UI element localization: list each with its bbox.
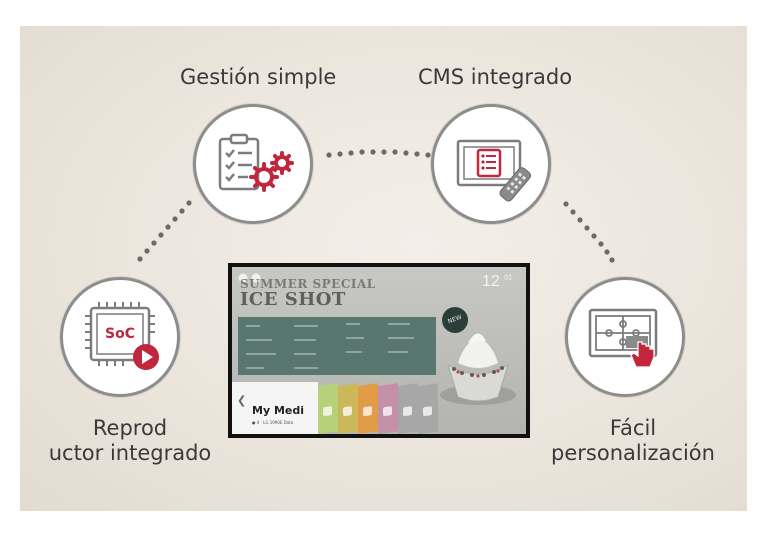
feature-circle-easy-customization (565, 277, 685, 397)
launcher-tile-6[interactable] (418, 383, 438, 434)
promo-line-2: ICE SHOT (240, 289, 346, 310)
feature-label-line-2: personalización (551, 441, 715, 465)
icecream-image (440, 333, 516, 405)
clock-hour: 12 (481, 273, 500, 290)
signage-display: SUMMER SPECIAL ICE SHOT 12 01 NEW (228, 263, 530, 438)
clock-minutes: 01 (504, 274, 512, 282)
feature-circle-integrated-player: SoC (60, 277, 180, 397)
feature-label-line-2: uctor integrado (48, 441, 212, 465)
feature-label-line-1: Fácil (609, 416, 657, 440)
display-screen: SUMMER SPECIAL ICE SHOT 12 01 NEW (232, 267, 526, 434)
chevron-left-icon[interactable]: ❮ (237, 394, 247, 407)
feature-label-integrated-cms: CMS integrado (418, 65, 573, 89)
clipboard-gears-icon (218, 133, 294, 192)
screen-top-icons (238, 273, 261, 283)
remote-screen-icon (456, 139, 532, 202)
feature-label-integrated-player: Reprod uctor integrado (40, 416, 220, 466)
promo-line-1: SUMMER SPECIAL (240, 277, 376, 291)
launcher-tile-1[interactable] (318, 383, 338, 434)
launcher-title: My Medi (252, 404, 304, 417)
screen-clock: 12 01 (482, 273, 512, 291)
my-media-card[interactable]: ❮ My Medi ● 4 · LG 1990E Data (232, 382, 318, 434)
soc-badge-text: SoC (105, 326, 135, 342)
launcher-subtitle: ● 4 · LG 1990E Data (252, 420, 294, 425)
launcher-tile-3[interactable] (358, 383, 378, 434)
promo-title: SUMMER SPECIAL ICE SHOT (240, 277, 376, 310)
feature-label-easy-customization: Fácil personalización (540, 416, 726, 466)
launcher-tile-5[interactable] (398, 383, 418, 434)
feature-label-simple-management: Gestión simple (180, 65, 337, 89)
feature-circle-simple-management (193, 104, 313, 224)
menu-board (238, 317, 436, 375)
launcher-bar: ❮ My Medi ● 4 · LG 1990E Data (232, 382, 526, 434)
puzzle-touch-icon (588, 308, 658, 368)
soc-play-icon: SoC (85, 302, 159, 370)
launcher-tile-4[interactable] (378, 383, 398, 434)
launcher-tile-2[interactable] (338, 383, 358, 434)
feature-label-line-1: Reprod (92, 416, 168, 440)
feature-circle-integrated-cms (431, 104, 551, 224)
